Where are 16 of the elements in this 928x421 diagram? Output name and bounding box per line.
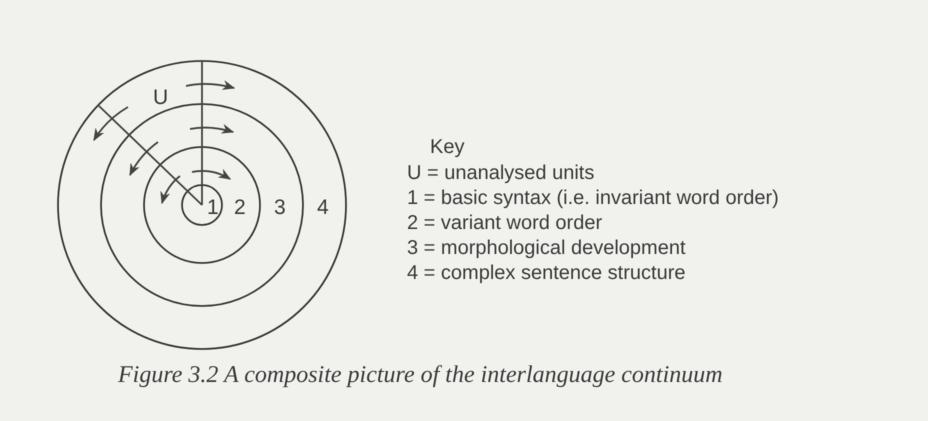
key-entry: U = unanalysed units (407, 162, 594, 184)
key-entry: 4 = complex sentence structure (407, 262, 686, 284)
ring-number: 3 (274, 197, 286, 218)
ring-circle (100, 103, 304, 307)
key-entry: 2 = variant word order (407, 212, 602, 234)
ring-number: 1 (207, 197, 219, 218)
ring-circle (57, 60, 347, 350)
figure-caption: Figure 3.2 A composite picture of the interlanguage continuum (118, 362, 723, 389)
key-entry: 3 = morphological development (407, 237, 686, 259)
ring-number: 2 (234, 197, 246, 218)
ring-circle (181, 184, 223, 226)
ring-number: 4 (317, 197, 329, 218)
key-heading: Key (430, 136, 464, 158)
key-entry: 1 = basic syntax (i.e. invariant word order) (407, 187, 779, 209)
region-label: U (153, 87, 168, 109)
ring-circle (143, 146, 261, 264)
